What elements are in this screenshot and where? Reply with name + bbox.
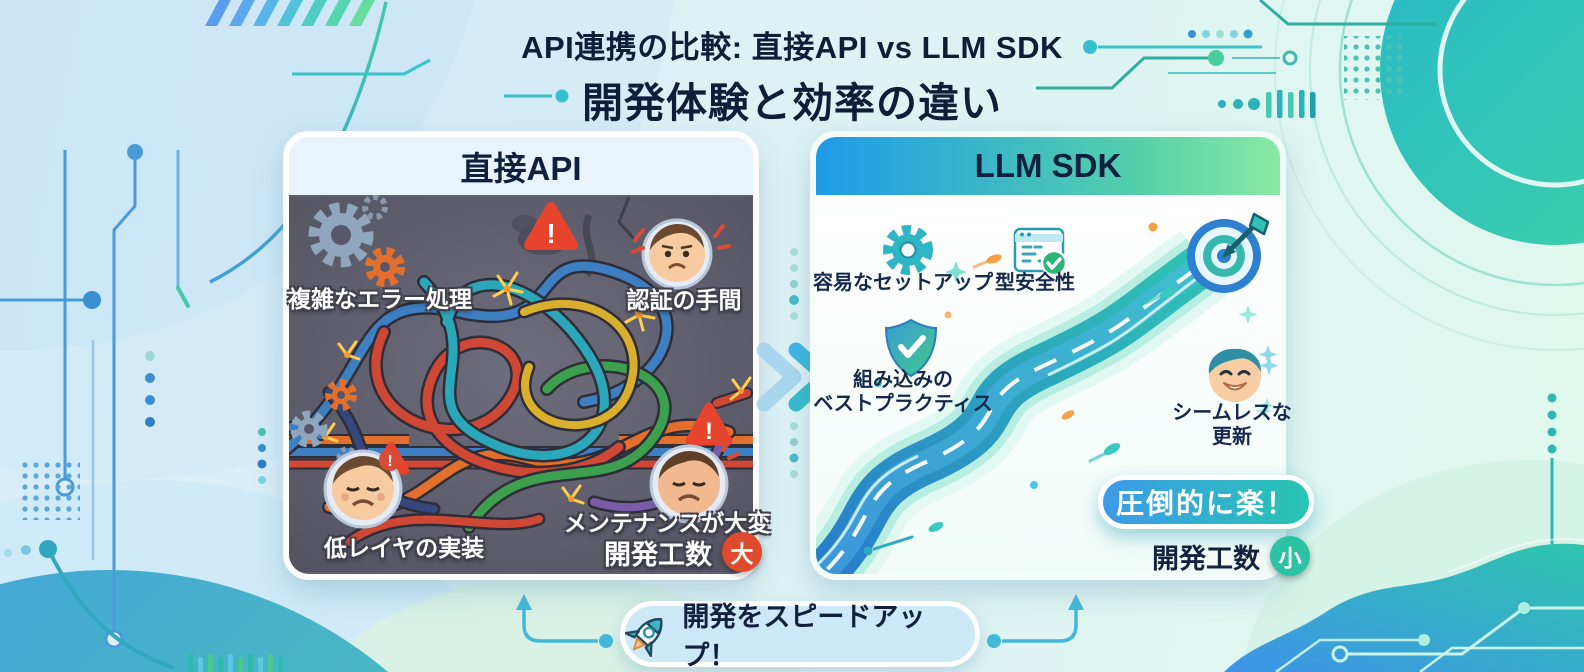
effort-left-label: 開発工数 <box>604 539 712 570</box>
target-icon <box>1187 212 1270 293</box>
gear-icon <box>883 225 933 275</box>
panel-llm-sdk-header: LLM SDK <box>816 137 1280 195</box>
pain-point-error-handling: 複雑なエラー処理 <box>288 286 472 312</box>
panel-direct-api-header: 直接API <box>289 137 753 195</box>
panel-llm-sdk-title: LLM SDK <box>974 147 1122 184</box>
pain-point-auth: 認証の手間 <box>626 287 742 313</box>
road <box>816 230 1228 574</box>
svg-text:!: ! <box>387 453 392 470</box>
feature-type-safety: 型安全性 <box>995 272 1075 294</box>
pain-point-low-layer: 低レイヤの実装 <box>323 535 485 561</box>
panel-direct-api-title: 直接API <box>460 150 582 187</box>
svg-text:!: ! <box>546 218 555 249</box>
type-check-icon <box>1013 227 1068 277</box>
speedup-banner: 開発をスピードアップ！ <box>620 601 980 671</box>
feature-seamless-updates: シームレスな 更新 <box>1172 402 1292 448</box>
feature-easy-setup: 容易なセットアップ <box>813 272 993 294</box>
svg-text:!: ! <box>705 418 713 445</box>
title-line2: 開発体験と効率の違い <box>582 80 1002 126</box>
worried-face-icon <box>631 218 731 290</box>
sad-face-icon: ! <box>323 449 403 529</box>
ease-badge: 圧倒的に楽！ <box>1098 475 1314 529</box>
effort-left-badge: 大 <box>722 532 762 572</box>
title-line1: API連携の比較: 直接API vs LLM SDK <box>521 30 1063 65</box>
rocket-icon <box>625 618 663 657</box>
page-title: API連携の比較: 直接API vs LLM SDK 開発体験と効率の違い <box>0 22 1584 129</box>
tangled-wires-illustration: ! ! ! <box>289 195 753 574</box>
shield-check-icon <box>884 318 938 378</box>
effort-left: 開発工数 大 <box>604 532 762 572</box>
banner-label: 開発をスピードアップ！ <box>682 602 926 671</box>
feature-best-practices: 組み込みの ベストプラクティス <box>813 369 993 415</box>
effort-right-label: 開発工数 <box>1152 543 1260 574</box>
gear-icon <box>290 195 405 468</box>
pain-point-maintenance: メンテナンスが大変 <box>563 510 771 536</box>
panel-direct-api: 直接API <box>283 131 759 580</box>
speed-particles <box>863 222 1278 556</box>
spark-icon <box>315 271 752 505</box>
sad-face-icon <box>649 430 740 524</box>
effort-right-badge: 小 <box>1270 536 1310 576</box>
crack-icon <box>617 196 636 240</box>
effort-right: 開発工数 小 <box>1152 536 1310 576</box>
happy-face-icon <box>1208 348 1279 413</box>
